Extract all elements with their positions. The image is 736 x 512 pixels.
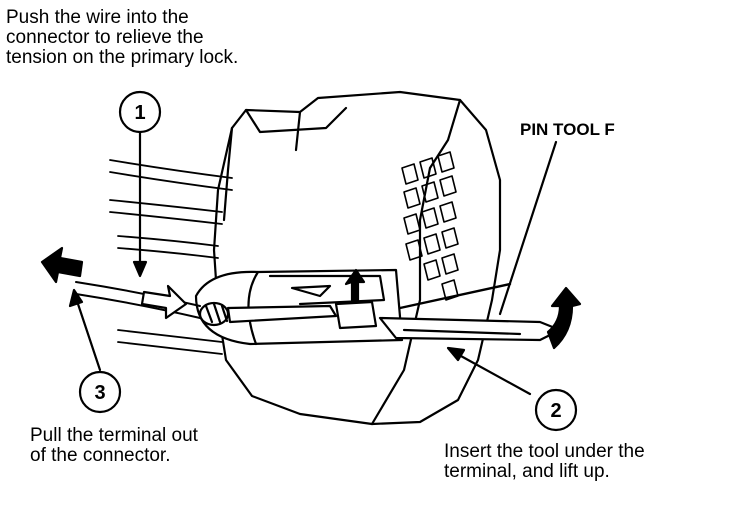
step-1-caption: Push the wire into the connector to reli… — [6, 8, 238, 68]
step-2-line-1: Insert the tool under the — [444, 441, 645, 462]
callout-2-number: 2 — [550, 400, 561, 422]
step-1-line-3: tension on the primary lock. — [6, 47, 239, 68]
leader-3 — [72, 290, 102, 372]
pin-tool-label: PIN TOOL F — [520, 120, 615, 139]
callout-3-number: 3 — [94, 382, 105, 404]
lift-arrow-small — [344, 268, 366, 302]
lift-arrow — [546, 286, 582, 350]
leader-tool — [498, 140, 558, 316]
step-1-line-2: connector to relieve the — [6, 27, 204, 48]
step-3-caption: Pull the terminal out of the connector. — [30, 426, 198, 466]
connector-housing — [212, 90, 502, 426]
callout-1-number: 1 — [134, 102, 145, 124]
push-arrow — [140, 284, 188, 320]
step-3-line-2: of the connector. — [30, 445, 171, 466]
step-3-line-1: Pull the terminal out — [30, 425, 198, 446]
step-2-line-2: terminal, and lift up. — [444, 461, 610, 482]
terminal-pin — [198, 300, 378, 330]
pull-arrow — [40, 246, 84, 284]
step-2-caption: Insert the tool under the terminal, and … — [444, 442, 645, 482]
wire-bundle — [109, 159, 233, 355]
pulled-wire — [75, 281, 201, 307]
callout-1: 1 — [118, 90, 162, 134]
connector-side-ridge — [370, 98, 462, 426]
callout-3: 3 — [78, 370, 122, 414]
connector-cavities — [401, 151, 459, 301]
connector-top-ridge — [244, 106, 348, 134]
leader-2 — [448, 348, 532, 396]
step-1-line-1: Push the wire into the — [6, 7, 189, 28]
callout-2: 2 — [534, 388, 578, 432]
